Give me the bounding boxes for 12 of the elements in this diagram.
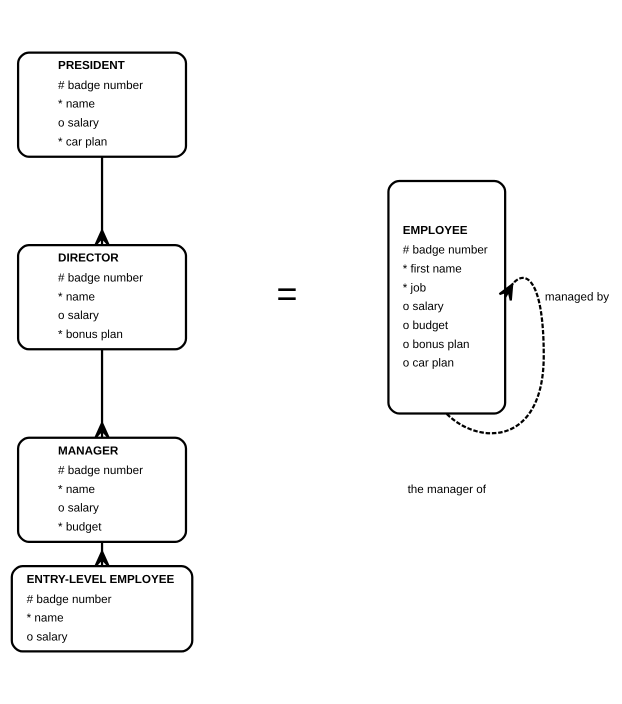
node-box: EMPLOYEE # badge number * first name * job o salary o budget o bonus plan o car plan [387,180,506,415]
node-box: DIRECTOR # badge number * name o salary * bonus plan [16,244,188,350]
edge-label: managed by [544,290,610,304]
label: = [276,273,298,314]
connector [446,276,545,434]
label: the manager of [408,482,486,496]
connector [94,542,110,568]
node-box: MANAGER # badge number * name o salary * budget [16,436,188,543]
node-box: PRESIDENT # badge number * name o salary * car plan [16,51,188,158]
node-box: ENTRY-LEVEL EMPLOYEE # badge number * name o salary [10,565,194,653]
connector [94,350,110,439]
connector [94,156,110,246]
